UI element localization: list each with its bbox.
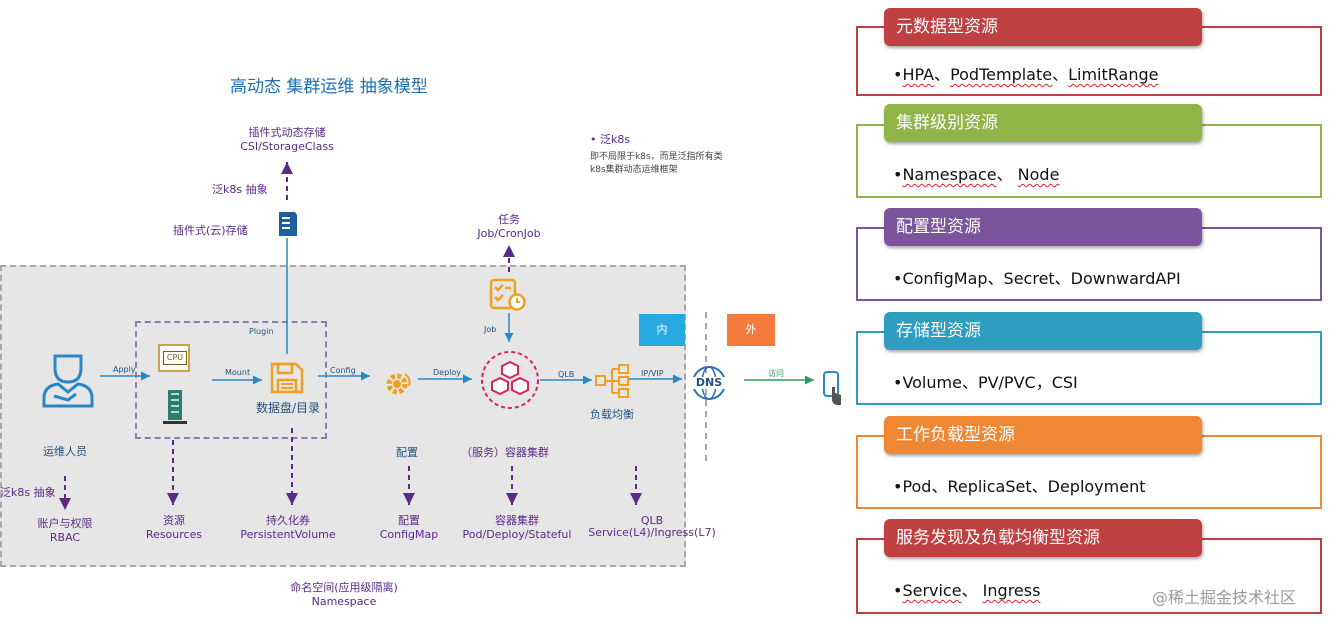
diagram-title: 高动态 集群运维 抽象模型 (230, 77, 428, 97)
category-header-cluster: 集群级别资源 (884, 104, 1202, 142)
item-hpa: HPA (902, 65, 935, 84)
mobile-phone-icon (822, 371, 844, 407)
load-balancer-icon (594, 363, 630, 399)
item-service: Service (902, 581, 962, 600)
qlb-line2: Service(L4)/Ingress(L7) (588, 526, 716, 539)
bullet: • (893, 477, 903, 496)
namespace-region (0, 265, 686, 567)
category-items-config: •ConfigMap、Secret、DownwardAPI (893, 265, 1181, 289)
ops-person-icon (38, 350, 100, 408)
bullet: • (893, 581, 903, 600)
category-items-cluster: •Namespace、 Node (893, 161, 1059, 185)
category-header-workload: 工作负载型资源 (884, 416, 1202, 454)
bullet: • (893, 165, 903, 184)
server-storage-icon (273, 210, 301, 238)
bullet: • (893, 373, 903, 392)
task-label-line1: 任务 (498, 213, 520, 226)
ops-person-label: 运维人员 (43, 445, 87, 458)
pv-line1: 持久化券 (266, 514, 310, 527)
edge-deploy-label: Deploy (433, 368, 462, 377)
item-ingress: Ingress (982, 581, 1041, 600)
task-checklist-icon (489, 278, 527, 312)
cpu-label: CPU (163, 351, 187, 365)
edge-plugin-label: Plugin (249, 327, 274, 336)
outer-tag: 外 (727, 314, 775, 346)
namespace-line1: 命名空间(应用级隔离) (290, 581, 398, 594)
edge-config-label: Config (330, 366, 356, 375)
category-header-service: 服务发现及负载均衡型资源 (884, 519, 1202, 557)
pv-line2: PersistentVolume (240, 528, 336, 541)
container-cluster-label: （服务）容器集群 (461, 446, 549, 459)
config-gear-icon (383, 368, 415, 400)
edge-ipvip-label: IP/VIP (641, 369, 664, 378)
cpu-icon: CPU (158, 344, 190, 372)
category-items-metadata: •HPA、PodTemplate、LimitRange (893, 61, 1158, 85)
category-header-metadata: 元数据型资源 (884, 8, 1202, 46)
edge-mount-label: Mount (225, 368, 251, 377)
workload-line2: Pod/Deploy/Stateful (462, 528, 572, 541)
plugin-region (135, 321, 327, 439)
category-header-storage: 存储型资源 (884, 312, 1202, 350)
edge-visit-label: 访问 (768, 369, 784, 378)
workload-line1: 容器集群 (495, 514, 539, 527)
resources-line2: Resources (145, 528, 203, 541)
configmap-line1: 配置 (398, 514, 420, 527)
edge-apply-label: Apply (113, 365, 136, 374)
separator: 、 (1052, 65, 1069, 84)
dns-label: DNS (695, 376, 723, 389)
load-balancer-label: 负载均衡 (590, 408, 634, 421)
inner-tag: 内 (639, 314, 685, 346)
separator: 、 (961, 581, 983, 600)
watermark: @稀土掘金技术社区 (1152, 588, 1297, 607)
data-disk-icon (270, 362, 304, 394)
namespace-line2: Namespace (311, 595, 377, 608)
item-config-list: ConfigMap、Secret、DownwardAPI (902, 269, 1181, 288)
item-limitrange: LimitRange (1068, 65, 1159, 84)
container-cluster-icon (478, 350, 542, 410)
data-disk-label: 数据盘/目录 (256, 401, 321, 415)
edge-job-label: Job (484, 325, 497, 334)
csi-label-line2: CSI/StorageClass (240, 140, 334, 153)
edge-qlb-label: QLB (558, 370, 575, 379)
account-line2: RBAC (49, 531, 81, 544)
fan-k8s-line1: 即不局限于k8s，而是泛指所有类 (590, 152, 723, 162)
fan-abstract-top: 泛k8s 抽象 (212, 183, 268, 196)
category-header-config: 配置型资源 (884, 208, 1202, 246)
category-items-workload: •Pod、ReplicaSet、Deployment (893, 473, 1146, 497)
item-node: Node (1017, 165, 1060, 184)
item-workload-list: Pod、ReplicaSet、Deployment (902, 477, 1146, 496)
cloud-storage-label: 插件式(云)存储 (173, 224, 248, 237)
separator: 、 (996, 165, 1018, 184)
item-storage-list: Volume、PV/PVC，CSI (902, 373, 1078, 392)
fan-k8s-line2: k8s集群动态运维框架 (590, 165, 678, 175)
category-items-storage: •Volume、PV/PVC，CSI (893, 369, 1078, 393)
csi-label-line1: 插件式动态存储 (248, 126, 326, 139)
item-namespace: Namespace (902, 165, 997, 184)
config-label: 配置 (396, 446, 418, 459)
category-items-service: •Service、 Ingress (893, 577, 1040, 601)
dns-globe-icon: DNS (688, 365, 730, 401)
resources-line1: 资源 (163, 514, 185, 527)
bullet: • (893, 65, 903, 84)
task-label-line2: Job/CronJob (477, 227, 541, 240)
bullet: • (893, 269, 903, 288)
qlb-line1: QLB (640, 514, 664, 527)
account-line1: 账户与权限 (37, 517, 93, 530)
separator: 、 (934, 65, 951, 84)
item-podtemplate: PodTemplate (950, 65, 1053, 84)
server-rack-icon (163, 390, 187, 424)
fan-k8s-head: • 泛k8s (590, 133, 631, 146)
fan-abstract-bottom: 泛k8s 抽象 (0, 486, 56, 499)
configmap-line2: ConfigMap (379, 528, 439, 541)
